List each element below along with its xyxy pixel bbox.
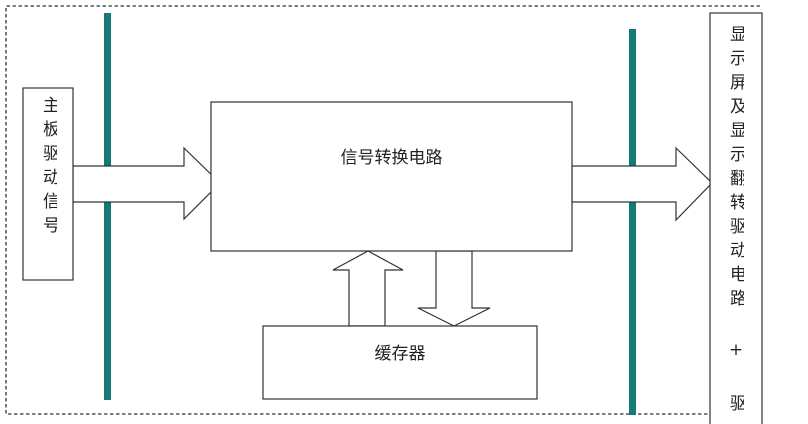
signal-conversion-label: 信号转换电路 bbox=[340, 147, 443, 168]
right-bus-bar bbox=[629, 29, 636, 415]
display-driver-label: 显示屏及显示翻转驱动电路 + 驱 bbox=[727, 25, 744, 418]
output-arrow bbox=[571, 146, 713, 222]
buffer-label: 缓存器 bbox=[374, 343, 426, 364]
buffer-to-circuit-arrow bbox=[332, 250, 404, 327]
main-board-signal-label: 主板驱动信号 bbox=[40, 96, 57, 240]
signal-conversion-box bbox=[210, 101, 573, 252]
display-driver-box bbox=[709, 12, 763, 424]
main-board-signal-box bbox=[22, 87, 74, 281]
dashed-enclosure bbox=[5, 5, 760, 415]
buffer-box bbox=[262, 325, 538, 400]
input-arrow bbox=[72, 146, 221, 221]
left-bus-bar bbox=[104, 13, 111, 400]
circuit-to-buffer-arrow bbox=[417, 250, 491, 327]
